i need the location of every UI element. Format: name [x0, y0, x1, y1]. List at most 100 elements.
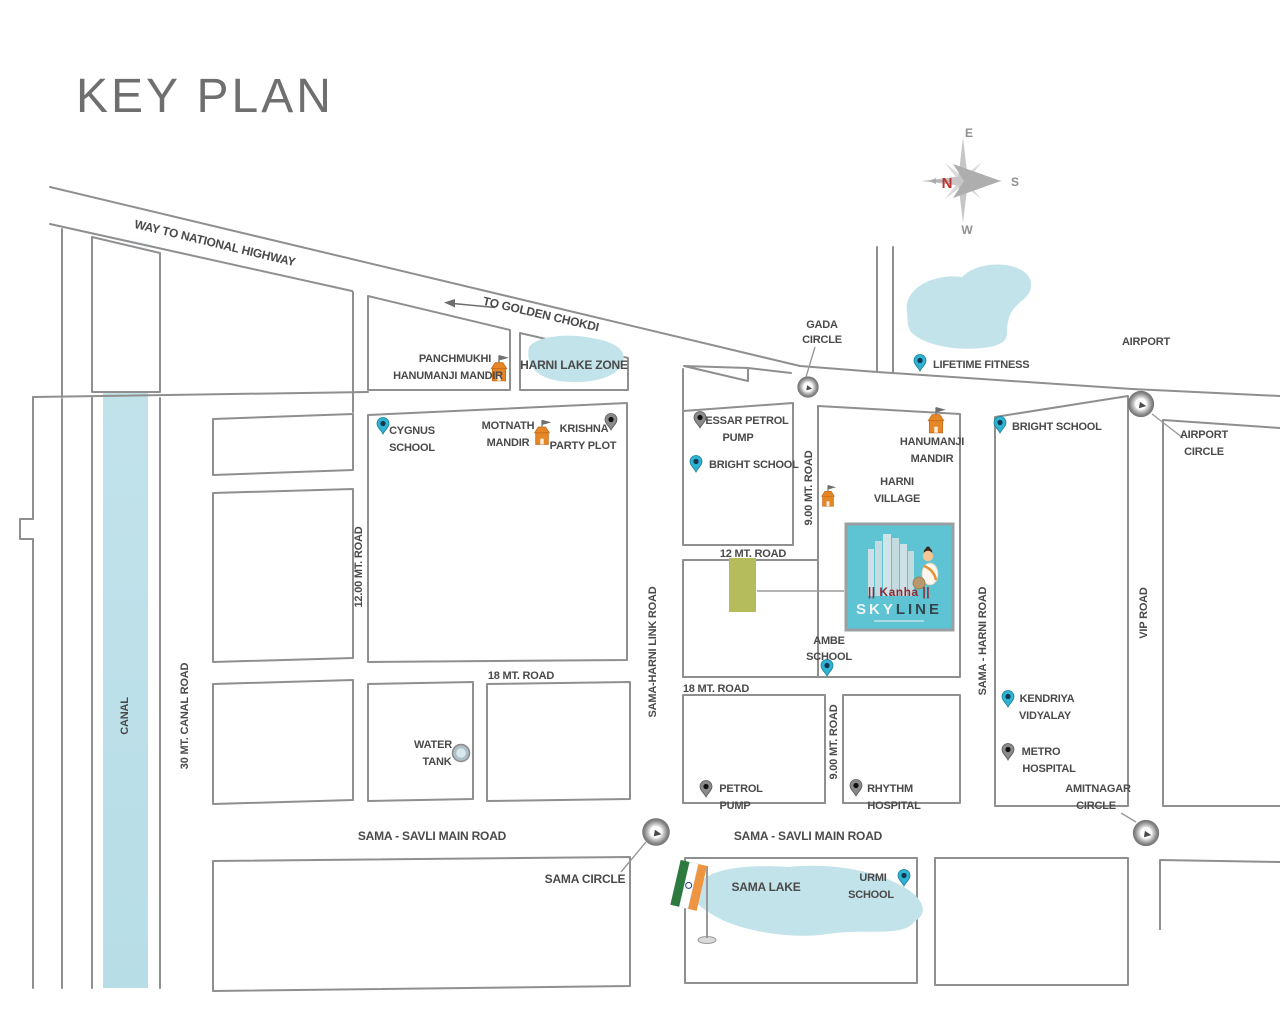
harni-village-label-2: VILLAGE [874, 493, 920, 505]
block-site [682, 559, 819, 678]
logo-sky-text: SKY [856, 601, 896, 618]
metro-label-1: METRO [1022, 746, 1061, 758]
canal-label: CANAL [119, 697, 131, 735]
kendriya-label-2: VIDYALAY [1019, 710, 1072, 722]
gada-leader [805, 346, 816, 378]
road-highway-south-edge-2 [747, 367, 792, 374]
road-highway-north-edge [49, 186, 1280, 397]
kanha-skyline-logo: || Kanha || SKYLINE [844, 522, 955, 632]
harni-lake-water [528, 335, 624, 383]
metro-label-2: HOSPITAL [1022, 763, 1076, 775]
sama-circle-icon [642, 818, 670, 846]
road-highway-south-edge [49, 223, 353, 292]
urmi-label-1: URMI [859, 872, 886, 884]
road-18-left-label: 18 MT. ROAD [488, 670, 555, 682]
block-canal-top [91, 236, 161, 393]
water-tank-label-2: TANK [423, 756, 452, 768]
amitnagar-leader [1120, 812, 1137, 823]
logo-building-icon [868, 534, 914, 596]
gada-label-2: CIRCLE [802, 334, 842, 346]
block-bottom-left [212, 856, 631, 992]
block-left-row2 [212, 488, 354, 663]
harni-lake-zone-label: HARNI LAKE ZONE [520, 358, 628, 372]
lifetime-fitness-label: LIFETIME FITNESS [933, 359, 1029, 371]
airport-circle-label-2: CIRCLE [1184, 446, 1224, 458]
water-tank-label-1: WATER [414, 739, 452, 751]
logo-skyline-text: SKYLINE [856, 601, 942, 618]
block-rhythm-hospital [842, 694, 961, 804]
logo-krishna-icon [912, 546, 939, 590]
petrol-label-2: PUMP [720, 800, 751, 812]
logo-line-text: LINE [896, 601, 942, 618]
hanumanji-label-1: HANUMANJI [900, 436, 964, 448]
kendriya-label-1: KENDRIYA [1020, 693, 1075, 705]
gada-circle-icon [797, 376, 819, 398]
sama-lake-water [693, 865, 923, 936]
sama-harni-link-label: SAMA-HARNI LINK ROAD [647, 586, 659, 717]
cygnus-label-2: SCHOOL [389, 442, 435, 454]
lakes [528, 264, 1032, 936]
golden-chokdi-arrow-icon [444, 299, 496, 309]
ambe-label-2: SCHOOL [806, 651, 852, 663]
cygnus-label-1: CYGNUS [389, 425, 435, 437]
leader-lines [620, 346, 1184, 873]
airport-label: AIRPORT [1122, 336, 1171, 348]
block-petrol-pump [682, 694, 826, 804]
gada-label-1: GADA [806, 319, 838, 331]
block-far-right [1162, 419, 1280, 807]
compass-e: E [965, 126, 973, 140]
krishna-label-1: KRISHNA [560, 423, 609, 435]
hanumanji-label-2: MANDIR [911, 453, 954, 465]
block-traffic-island [683, 365, 749, 382]
block-mid-south [486, 681, 631, 802]
panchmukhi-label-1: PANCHMUKHI [419, 353, 491, 365]
panchmukhi-label-2: HANUMANJI MANDIR [393, 370, 503, 382]
amitnagar-circle-icon [1132, 819, 1160, 847]
block-essar [682, 402, 794, 546]
airport-lake-water [906, 264, 1032, 349]
bright-school-left-label: BRIGHT SCHOOL [709, 459, 799, 471]
sama-circle-label: SAMA CIRCLE [545, 872, 626, 886]
petrol-label-1: PETROL [719, 783, 763, 795]
road-9-upper-label: 9.00 MT. ROAD [803, 450, 815, 525]
block-bottom-right [934, 857, 1129, 986]
road-12-00-label: 12.00 MT. ROAD [353, 526, 365, 607]
essar-label-1: ESSAR PETROL [705, 415, 789, 427]
bright-school-right-label: BRIGHT SCHOOL [1012, 421, 1102, 433]
block-left-row3 [212, 679, 354, 805]
block-right-big [994, 395, 1129, 807]
compass-rose-icon: E S W N [921, 126, 1019, 237]
compass-w: W [961, 223, 973, 237]
sama-lake-label: SAMA LAKE [731, 880, 800, 894]
amitnagar-label-2: CIRCLE [1076, 800, 1116, 812]
motnath-label-1: MOTNATH [482, 420, 535, 432]
road-lines [19, 186, 1280, 989]
urmi-label-2: SCHOOL [848, 889, 894, 901]
block-bottom-far-right [1159, 859, 1280, 930]
block-left-row1 [212, 413, 354, 476]
ambe-label-1: AMBE [813, 635, 845, 647]
rhythm-label-1: RHYTHM [867, 783, 913, 795]
savli-left-label: SAMA - SAVLI MAIN ROAD [358, 829, 507, 843]
airport-circle-label-1: AIRPORT [1180, 429, 1229, 441]
road-12-label: 12 MT. ROAD [720, 548, 787, 560]
rhythm-label-2: HOSPITAL [867, 800, 921, 812]
lifetime-fitness-pin-icon [913, 354, 927, 372]
road-crossroad-398 [32, 391, 369, 398]
motnath-label-2: MANDIR [487, 437, 530, 449]
sama-harni-road-label: SAMA - HARNI ROAD [977, 586, 989, 695]
compass-s: S [1011, 175, 1019, 189]
logo-brand-text: || Kanha || [868, 585, 930, 599]
page-title: KEY PLAN [76, 70, 334, 123]
sama-circle-leader [620, 841, 647, 873]
road-18-right-label: 18 MT. ROAD [683, 683, 750, 695]
block-cygnus [367, 402, 628, 663]
block-panchmukhi [367, 295, 511, 391]
krishna-label-2: PARTY PLOT [550, 440, 617, 452]
airport-circle-leader [1151, 413, 1184, 439]
india-flag-icon [670, 859, 717, 944]
water-tank-icon [451, 743, 471, 763]
site-marker [729, 558, 756, 612]
